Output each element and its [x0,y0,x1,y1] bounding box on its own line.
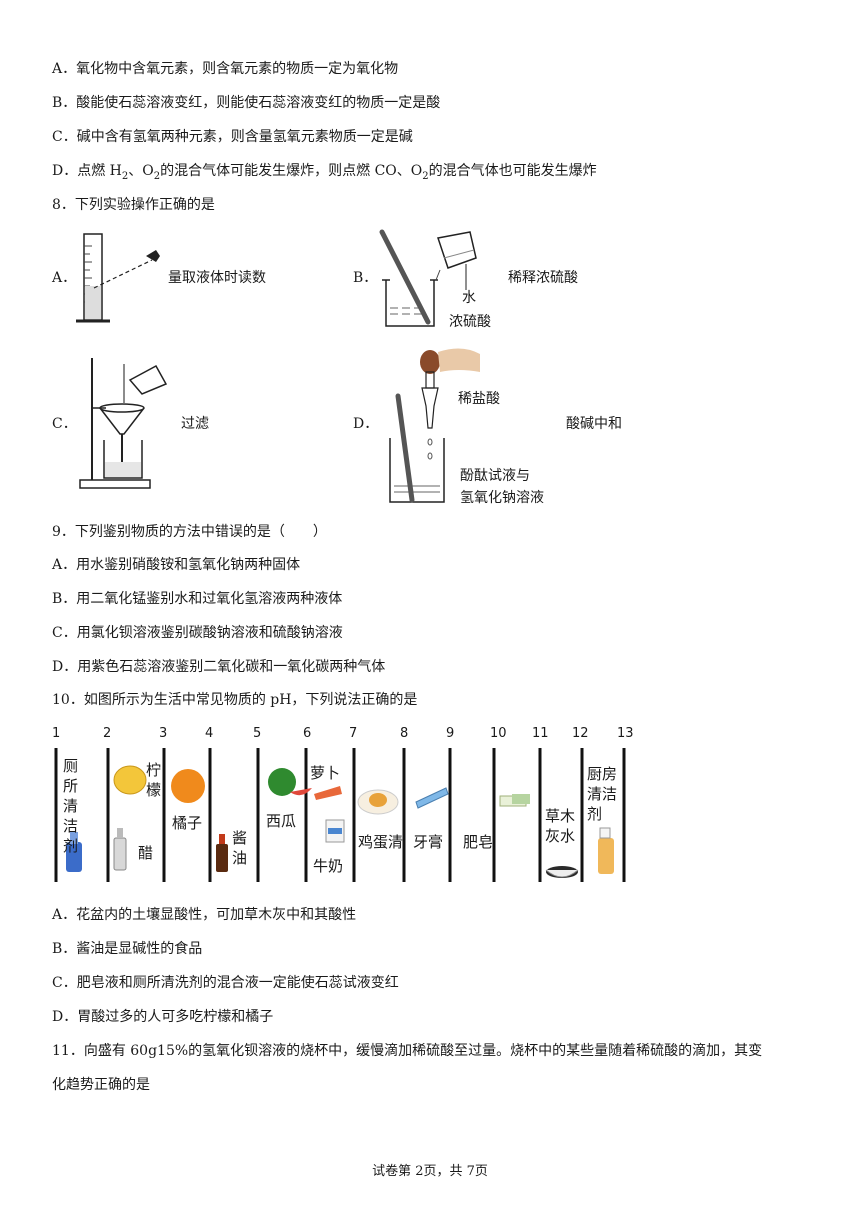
ph-item-plant-ash-water: 草木灰水 [545,807,576,845]
ph-label-13: 13 [617,726,634,741]
q7-option-c: C．碱中含有氢氧两种元素，则含量氢氧元素物质一定是碱 [52,129,413,145]
kitchen-cleaner-icon [598,827,614,874]
ph-item-milk: 牛奶 [313,857,344,875]
milk-icon [325,819,345,843]
ph-label-4: 4 [205,726,214,741]
q11-stem-line1: 11．向盛有 60g15%的氢氧化钡溶液的烧杯中，缓慢滴加稀硫酸至过量。烧杯中的… [52,1043,763,1059]
q10-option-b: B．酱油是显碱性的食品 [52,941,203,957]
water-annotation: 水 [462,290,476,306]
graduated-cylinder-figure [76,233,160,323]
phenolphthalein-annotation-1: 酚酞试液与 [460,468,530,484]
toothpaste-icon [415,787,449,809]
q8-option-c-caption: 过滤 [181,416,209,432]
ph-item-soap: 肥皂 [463,833,494,851]
q10-option-d: D．胃酸过多的人可多吃柠檬和橘子 [52,1009,274,1025]
ph-item-watermelon: 西瓜 [266,812,297,830]
q9-stem: 9．下列鉴别物质的方法中错误的是（ ） [52,524,327,540]
ph-item-lemon: 柠檬 [146,761,162,799]
q8-option-b-label: B． [353,270,378,286]
soap-icon [499,794,530,807]
q8-stem: 8．下列实验操作正确的是 [52,197,215,213]
egg-white-icon [357,789,399,815]
vinegar-icon [113,828,127,871]
q10-stem: 10．如图所示为生活中常见物质的 pH，下列说法正确的是 [52,692,418,708]
ph-item-toilet-cleaner: 厕所清洁剂 [63,757,79,855]
ph-item-soy-sauce: 酱油 [232,829,248,867]
ph-item-egg-white: 鸡蛋清 [358,833,404,851]
radish-icon [314,786,342,800]
q7-option-d: D．点燃 H2、O2的混合气体可能发生爆炸，则点燃 CO、O2的混合气体也可能发… [52,163,597,182]
soy-sauce-icon [216,834,228,872]
q9-option-d: D．用紫色石蕊溶液鉴别二氧化碳和一氧化碳两种气体 [52,659,386,675]
ph-chart-figure [54,748,626,882]
q7-option-b: B．酸能使石蕊溶液变红，则能使石蕊溶液变红的物质一定是酸 [52,95,441,111]
dilute-acid-figure [379,229,477,327]
ph-label-1: 1 [52,726,61,741]
ph-label-12: 12 [572,726,589,741]
q9-option-a: A．用水鉴别硝酸铵和氢氧化钠两种固体 [52,557,301,573]
watermelon-icon [268,768,312,796]
q9-option-c: C．用氯化钡溶液鉴别碳酸钠溶液和硫酸钠溶液 [52,625,343,641]
ph-label-8: 8 [400,726,409,741]
q8-option-a-caption: 量取液体时读数 [168,270,266,286]
ph-item-toothpaste: 牙膏 [413,833,444,851]
q10-option-a: A．花盆内的土壤显酸性，可加草木灰中和其酸性 [52,907,357,923]
ph-label-6: 6 [303,726,312,741]
q9-option-b: B．用二氧化锰鉴别水和过氧化氢溶液两种液体 [52,591,343,607]
ph-label-9: 9 [446,726,455,741]
ph-item-kitchen-cleaner: 厨房清洁剂 [587,765,618,823]
orange-icon [171,769,205,803]
ph-label-7: 7 [349,726,358,741]
ph-label-10: 10 [490,726,507,741]
lemon-icon [113,765,147,795]
q8-option-d-caption: 酸碱中和 [566,416,622,432]
plant-ash-water-icon [545,866,579,878]
q10-option-c: C．肥皂液和厕所清洗剂的混合液一定能使石蕊试液变红 [52,975,399,991]
page-footer: 试卷第 2页，共 7页 [372,1164,488,1179]
ph-label-5: 5 [253,726,262,741]
ph-label-11: 11 [532,726,549,741]
acid-base-neutralization-figure [389,348,480,503]
ph-label-2: 2 [103,726,112,741]
q7-option-a: A．氧化物中含氧元素，则含氧元素的物质一定为氧化物 [52,61,399,77]
q8-option-d-label: D． [353,416,379,432]
ph-item-radish: 萝卜 [310,764,341,782]
q8-option-c-label: C． [52,416,77,432]
ph-item-orange: 橘子 [172,814,203,832]
q11-stem-line2: 化趋势正确的是 [52,1077,150,1093]
ph-label-3: 3 [159,726,168,741]
dilute-hcl-annotation: 稀盐酸 [458,391,500,407]
filtration-figure [79,358,168,489]
conc-acid-annotation: 浓硫酸 [449,314,491,330]
q8-option-b-caption: 稀释浓硫酸 [508,270,578,286]
toilet-cleaner-icon [66,832,82,872]
phenolphthalein-annotation-2: 氢氧化钠溶液 [460,490,544,506]
ph-item-vinegar: 醋 [138,844,154,862]
q8-option-a-label: A． [52,270,77,286]
